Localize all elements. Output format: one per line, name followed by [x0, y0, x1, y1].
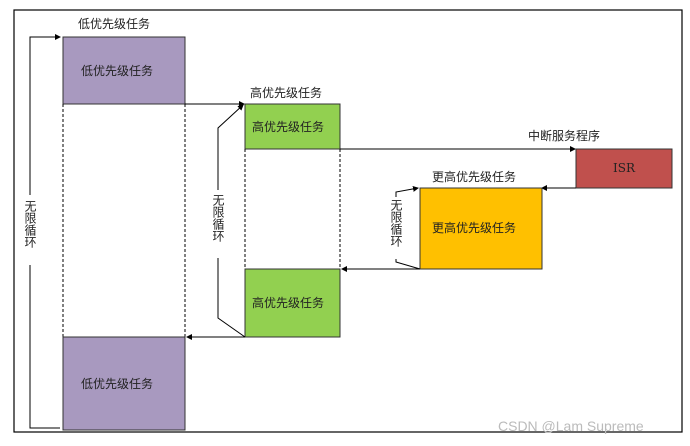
isr-caption: 中断服务程序: [528, 128, 600, 143]
loop-middle-label: 无限循环: [211, 194, 225, 242]
low-task-bottom-block: [62, 336, 186, 431]
high-task-bottom-text: 高优先级任务: [252, 295, 324, 310]
low-task-top-text: 低优先级任务: [81, 63, 153, 78]
low-task-top-caption: 低优先级任务: [78, 16, 150, 31]
high-task-top-block: [244, 103, 341, 150]
higher-task-caption: 更高优先级任务: [432, 169, 516, 184]
isr-text: ISR: [613, 161, 636, 175]
high-task-top-caption: 高优先级任务: [250, 85, 322, 100]
outer-frame: [13, 9, 683, 433]
low-task-bottom-text: 低优先级任务: [81, 376, 153, 391]
loop-outer-label: 无限循环: [23, 200, 37, 248]
high-task-bottom-block: [244, 268, 341, 338]
high-task-top-text: 高优先级任务: [252, 119, 324, 134]
higher-task-block: [419, 187, 543, 270]
low-task-top-block: [62, 36, 186, 105]
isr-block: [575, 148, 673, 189]
loop-inner-label: 无限循环: [389, 199, 403, 247]
watermark: CSDN @Lam Supreme: [498, 418, 644, 434]
higher-task-text: 更高优先级任务: [432, 220, 516, 235]
